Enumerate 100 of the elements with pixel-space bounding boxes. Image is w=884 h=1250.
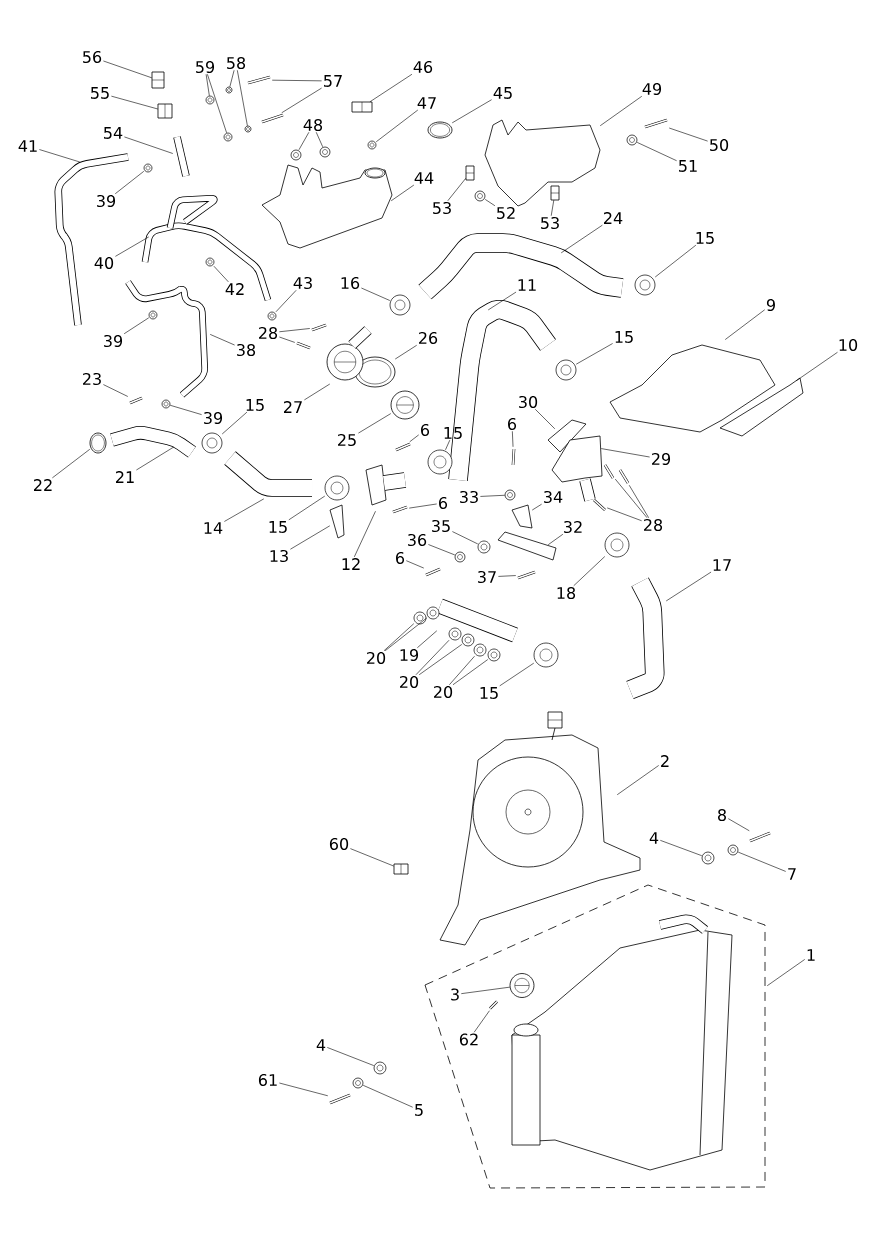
filler-cap <box>509 973 535 998</box>
leader-line <box>728 818 750 832</box>
stud <box>261 113 284 124</box>
nut <box>225 86 233 94</box>
leader-line <box>499 662 535 687</box>
clip <box>393 863 409 875</box>
leader-line <box>498 575 517 577</box>
leader-line <box>654 244 697 278</box>
leader-line <box>390 184 415 202</box>
leader-line <box>279 336 296 343</box>
leader-line <box>737 851 786 872</box>
washer <box>474 190 486 202</box>
bracket <box>497 531 557 561</box>
leader-line <box>473 1010 490 1033</box>
leader-line <box>103 60 153 79</box>
hose <box>173 136 190 177</box>
leader-line <box>724 309 765 340</box>
callout-number: 57 <box>324 75 342 87</box>
callout-number: 15 <box>444 427 462 439</box>
callout-number: 15 <box>696 232 714 244</box>
callout-number: 47 <box>417 97 436 109</box>
grommet <box>373 1061 387 1075</box>
stud <box>247 75 271 85</box>
leader-line <box>451 99 492 124</box>
bolt <box>392 505 408 514</box>
leader-line <box>461 986 511 994</box>
leader-line <box>415 639 450 676</box>
grommet <box>701 851 715 865</box>
pad <box>550 185 560 201</box>
leader-line <box>209 334 235 346</box>
leader-line <box>124 136 174 154</box>
callout-number: 2 <box>661 755 669 767</box>
callout-number: 13 <box>270 549 288 563</box>
leader-line <box>39 149 81 163</box>
leader-line <box>271 79 322 82</box>
leader-line <box>205 73 210 97</box>
hose <box>54 153 129 326</box>
pipe <box>437 598 518 643</box>
hose-clamp <box>555 359 577 381</box>
bolt <box>618 469 630 484</box>
callout-number: 27 <box>284 401 302 413</box>
hose-clamp <box>324 475 350 501</box>
leader-line <box>169 404 202 415</box>
callout-number: 60 <box>329 837 349 851</box>
leader-line <box>350 848 395 867</box>
callout-number: 58 <box>227 56 246 70</box>
callout-number: 17 <box>713 559 731 571</box>
callout-number: 15 <box>480 687 498 699</box>
bolt <box>311 323 327 332</box>
bolt <box>603 464 615 479</box>
callout-number: 9 <box>766 298 775 312</box>
leader-line <box>406 560 425 569</box>
callout-number: 12 <box>342 558 360 570</box>
leader-line <box>221 411 248 435</box>
callout-number: 55 <box>91 87 109 99</box>
leader-line <box>428 544 456 556</box>
cap <box>223 132 233 142</box>
callout-number: 6 <box>439 496 448 510</box>
gasket <box>547 419 587 453</box>
leader-line <box>213 265 229 283</box>
thermostat-housing <box>326 326 372 381</box>
grommet <box>157 103 173 119</box>
callout-number: 34 <box>544 490 563 504</box>
leader-line <box>115 236 150 257</box>
leader-line <box>599 95 643 127</box>
callout-number: 53 <box>433 201 451 215</box>
callout-number: 15 <box>269 521 287 533</box>
leader-line <box>480 494 506 497</box>
callout-number: 5 <box>415 1104 423 1116</box>
cap <box>427 121 453 139</box>
hose <box>125 280 208 398</box>
callout-number: 14 <box>204 522 223 534</box>
hose <box>418 233 624 300</box>
callout-number: 8 <box>718 808 726 822</box>
callout-number: 22 <box>34 479 52 491</box>
leader-line <box>418 644 463 676</box>
collar <box>454 551 466 563</box>
leader-line <box>409 434 420 443</box>
callout-number: 41 <box>18 140 37 152</box>
hose-clip <box>267 311 277 321</box>
leader-line <box>534 408 556 430</box>
callout-number: 28 <box>259 326 278 340</box>
bolt <box>329 1093 351 1105</box>
bolt <box>749 831 771 843</box>
leader-line <box>298 131 310 151</box>
cap <box>205 95 215 105</box>
callout-number: 37 <box>478 570 496 584</box>
leader-line <box>636 142 677 161</box>
callout-number: 18 <box>557 586 576 600</box>
callout-number: 53 <box>541 216 559 230</box>
fan-assembly <box>439 711 641 946</box>
callout-number: 29 <box>652 452 671 466</box>
callout-number: 7 <box>788 868 796 880</box>
callout-number: 20 <box>434 685 453 699</box>
leader-line <box>600 448 650 458</box>
callout-number: 45 <box>493 87 512 99</box>
callout-number: 15 <box>246 399 264 411</box>
bolt <box>517 570 536 580</box>
hose-clamp <box>604 532 630 558</box>
grommet <box>367 140 377 150</box>
